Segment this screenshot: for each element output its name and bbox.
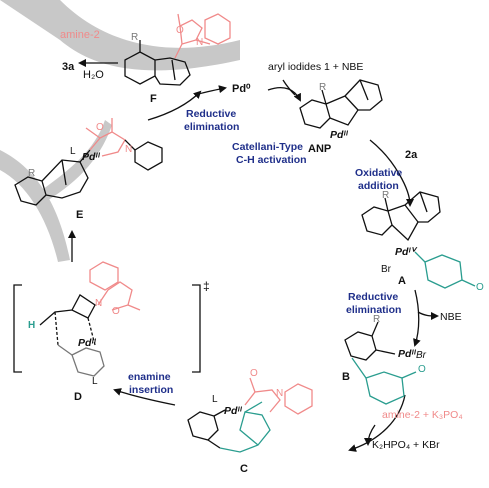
- text-labels: amine-2 3a H₂O F R O N Pd⁰ aryl iodides …: [28, 25, 484, 475]
- label-pd-E: Pdᴵᴵ: [82, 151, 101, 163]
- structure-D: [39, 294, 105, 377]
- label-pd0: Pd⁰: [232, 83, 251, 95]
- structure-F: [124, 40, 191, 86]
- label-C: C: [240, 463, 248, 475]
- label-enamine-2: insertion: [129, 384, 173, 396]
- arrow-aryl-in: [282, 79, 296, 96]
- label-amine-in: amine-2 + K₃PO₄: [382, 409, 463, 421]
- label-catellani-1: Catellani-Type: [232, 141, 303, 153]
- arrow-Pd0-to-ANP: [267, 86, 301, 102]
- arrow-salts-out: [364, 424, 376, 446]
- label-pd-B: Pdᴵᴵ: [398, 348, 417, 360]
- label-L-C: L: [212, 394, 218, 405]
- arrow-A-to-B: [413, 289, 421, 347]
- label-O-A: O: [476, 282, 484, 293]
- gray-sweep-left: [0, 150, 70, 262]
- label-R-E: R: [28, 168, 35, 179]
- structure-B: [344, 321, 396, 361]
- label-L-D: L: [92, 376, 98, 387]
- label-dagger: ‡: [203, 279, 210, 293]
- arrow-nbe-out: [417, 311, 439, 320]
- structure-D-bracket: [13, 284, 201, 373]
- label-R-F: R: [131, 32, 138, 43]
- label-N-F: N: [196, 37, 203, 48]
- label-product-3a: 3a: [62, 61, 75, 73]
- structure-C-teal: [219, 401, 271, 453]
- structure-B-cyclohexanone: [351, 357, 417, 405]
- label-reductive-top-2: elimination: [184, 121, 239, 133]
- label-pd-C: Pdᴵᴵ: [224, 405, 243, 417]
- label-enamine-1: enamine: [128, 371, 171, 383]
- label-pd-anp: Pdᴵᴵ: [330, 129, 349, 141]
- label-O-E: O: [96, 122, 104, 133]
- label-R-B: R: [373, 314, 380, 325]
- arrow-B-to-C: [348, 394, 406, 452]
- gray-sweep-mid: [35, 120, 112, 205]
- label-D: D: [74, 391, 82, 403]
- structure-C: [187, 409, 226, 449]
- label-E: E: [76, 209, 83, 221]
- arrow-E-to-F: [147, 90, 202, 121]
- structure-C-amine: [244, 377, 313, 415]
- label-2a: 2a: [405, 149, 418, 161]
- label-salts-out: K₂HPO₄ + KBr: [372, 439, 440, 451]
- label-H-D: H: [28, 320, 35, 331]
- label-R-A: R: [382, 190, 389, 201]
- label-O-C: O: [250, 368, 258, 379]
- label-pd-D: Pdᴵᴵ: [78, 337, 97, 349]
- structure-D-amine: [89, 261, 141, 311]
- label-reductive-top-1: Reductive: [186, 108, 236, 120]
- label-O-B: O: [418, 364, 426, 375]
- label-F: F: [150, 93, 157, 105]
- label-amine2-top: amine-2: [60, 29, 100, 41]
- label-catellani-2: C-H activation: [236, 154, 307, 166]
- structure-F-amine: [174, 13, 231, 59]
- label-ANP: ANP: [308, 143, 331, 155]
- label-oxidative-2: addition: [358, 180, 399, 192]
- label-oxidative-1: Oxidative: [355, 167, 402, 179]
- label-pd-A: Pdᴵⱽ: [395, 246, 418, 258]
- label-nbe-out: NBE: [440, 311, 462, 323]
- label-O-F: O: [176, 25, 184, 36]
- structure-ANP: [299, 79, 383, 129]
- structure-A-cyclohexanone: [414, 251, 476, 289]
- arrow-C-to-D: [113, 388, 176, 406]
- label-B: B: [342, 371, 350, 383]
- label-N-D: N: [95, 298, 102, 309]
- label-br-A: Br: [381, 264, 392, 275]
- label-N-E: N: [125, 144, 132, 155]
- label-reductive-mid-2: elimination: [346, 304, 401, 316]
- label-A: A: [398, 275, 406, 287]
- label-br-B: Br: [416, 350, 427, 361]
- gray-sweep-top: [0, 0, 240, 71]
- label-reductive-mid-1: Reductive: [348, 291, 398, 303]
- structure-E: [14, 149, 91, 206]
- label-aryl-iodides: aryl iodides 1 + NBE: [268, 61, 363, 73]
- structure-E-amine: [85, 118, 126, 157]
- structure-E-indoline: [124, 139, 163, 171]
- label-O-D: O: [112, 306, 120, 317]
- label-h2o: H₂O: [83, 69, 104, 81]
- arrow-F-to-Pd0: [194, 85, 227, 96]
- label-R-ANP: R: [319, 82, 326, 93]
- label-L-E: L: [70, 146, 76, 157]
- structure-A: [361, 191, 441, 242]
- label-N-C: N: [276, 388, 283, 399]
